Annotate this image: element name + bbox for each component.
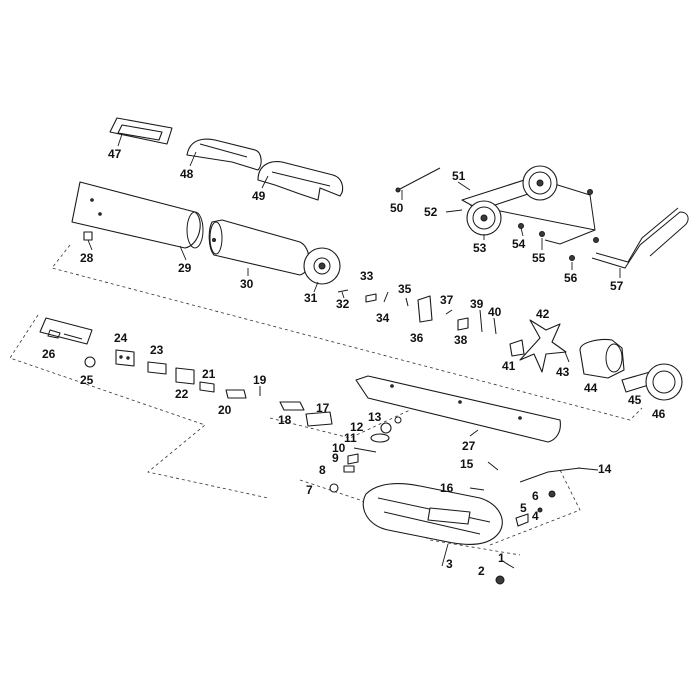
- callout-2: 2: [478, 564, 485, 578]
- part-17-18-brackets: [279, 401, 333, 427]
- part-30-inner-shell: [208, 219, 310, 276]
- callout-41: 41: [502, 359, 516, 373]
- part-1-2-drain-plug: [495, 561, 515, 585]
- part-43-45-motor: [564, 338, 653, 393]
- callout-24: 24: [114, 331, 128, 345]
- callout-6: 6: [532, 489, 539, 503]
- callout-11: 11: [344, 431, 357, 445]
- part-41-42-fan: [509, 319, 567, 373]
- part-47-side-panel: [109, 117, 173, 145]
- part-25-knob: [84, 356, 96, 368]
- part-26-control-panel: [39, 317, 93, 345]
- callout-4: 4: [532, 509, 539, 523]
- callout-30: 30: [240, 277, 254, 291]
- callout-22: 22: [175, 387, 189, 401]
- callout-38: 38: [454, 333, 468, 347]
- callout-54: 54: [512, 237, 526, 251]
- part-49-top-cover: [257, 161, 344, 201]
- callout-5: 5: [520, 501, 527, 515]
- part-46-rear-guard: [645, 363, 683, 401]
- callout-43: 43: [556, 365, 570, 379]
- callout-28: 28: [80, 251, 94, 265]
- callout-9: 9: [332, 451, 339, 465]
- callout-18: 18: [278, 413, 292, 427]
- callout-40: 40: [488, 305, 502, 319]
- callout-21: 21: [202, 367, 216, 381]
- callout-3: 3: [446, 557, 453, 571]
- part-24-switch-plate: [115, 349, 135, 367]
- callout-47: 47: [108, 147, 122, 161]
- part-39-40-rods: [479, 309, 497, 335]
- callout-42: 42: [536, 307, 550, 321]
- callout-12: 12: [350, 420, 364, 434]
- callout-25: 25: [80, 373, 94, 387]
- part-14-16-fuel-line: [469, 461, 581, 491]
- callout-15: 15: [460, 457, 474, 471]
- leader-lines: [87, 133, 621, 567]
- part-50-axle: [395, 167, 441, 193]
- part-4-6-drain-parts: [515, 490, 556, 527]
- callout-57: 57: [610, 279, 624, 293]
- assembly-guides: [9, 244, 643, 556]
- callout-13: 13: [368, 410, 382, 424]
- part-32-38-hardware: [337, 289, 469, 331]
- part-29-outer-shell: [71, 181, 204, 249]
- callout-labels: 1 2 3 4 5 6 7 8 9 10 11 12 13 14 15 16 1…: [42, 147, 666, 578]
- callout-14: 14: [598, 462, 612, 476]
- part-31-fan-guard: [303, 247, 341, 285]
- callout-36: 36: [410, 331, 424, 345]
- callout-46: 46: [652, 407, 666, 421]
- callout-16: 16: [440, 481, 454, 495]
- callout-51: 51: [452, 169, 466, 183]
- callout-44: 44: [584, 381, 598, 395]
- callout-17: 17: [316, 401, 330, 415]
- part-7-13-fuel-hardware: [329, 416, 402, 493]
- callout-29: 29: [178, 261, 192, 275]
- part-48-top-cover: [186, 138, 262, 171]
- callout-35: 35: [398, 282, 412, 296]
- callout-23: 23: [150, 343, 164, 357]
- part-57-handle: [591, 207, 689, 269]
- callout-33: 33: [360, 269, 374, 283]
- callout-37: 37: [440, 293, 454, 307]
- part-19-20-sensor: [225, 386, 261, 399]
- callout-27: 27: [462, 439, 476, 453]
- part-28-bracket: [83, 231, 93, 241]
- callout-56: 56: [564, 271, 578, 285]
- part-54-56-fasteners: [518, 189, 599, 261]
- callout-45: 45: [628, 393, 642, 407]
- callout-8: 8: [319, 463, 326, 477]
- callout-48: 48: [180, 167, 194, 181]
- callout-26: 26: [42, 347, 56, 361]
- callout-55: 55: [532, 251, 546, 265]
- callout-7: 7: [306, 483, 313, 497]
- callout-50: 50: [390, 201, 404, 215]
- part-21-23-circuit-parts: [147, 361, 215, 393]
- part-27-base-tray: [355, 375, 561, 443]
- callout-20: 20: [218, 403, 232, 417]
- callout-39: 39: [470, 297, 484, 311]
- callout-19: 19: [253, 373, 267, 387]
- part-3-fuel-tank: [362, 483, 503, 545]
- callout-52: 52: [424, 205, 438, 219]
- callout-53: 53: [473, 241, 487, 255]
- callout-31: 31: [304, 291, 318, 305]
- callout-34: 34: [376, 311, 390, 325]
- callout-10: 10: [332, 441, 346, 455]
- callout-1: 1: [498, 551, 505, 565]
- callout-49: 49: [252, 189, 266, 203]
- callout-32: 32: [336, 297, 350, 311]
